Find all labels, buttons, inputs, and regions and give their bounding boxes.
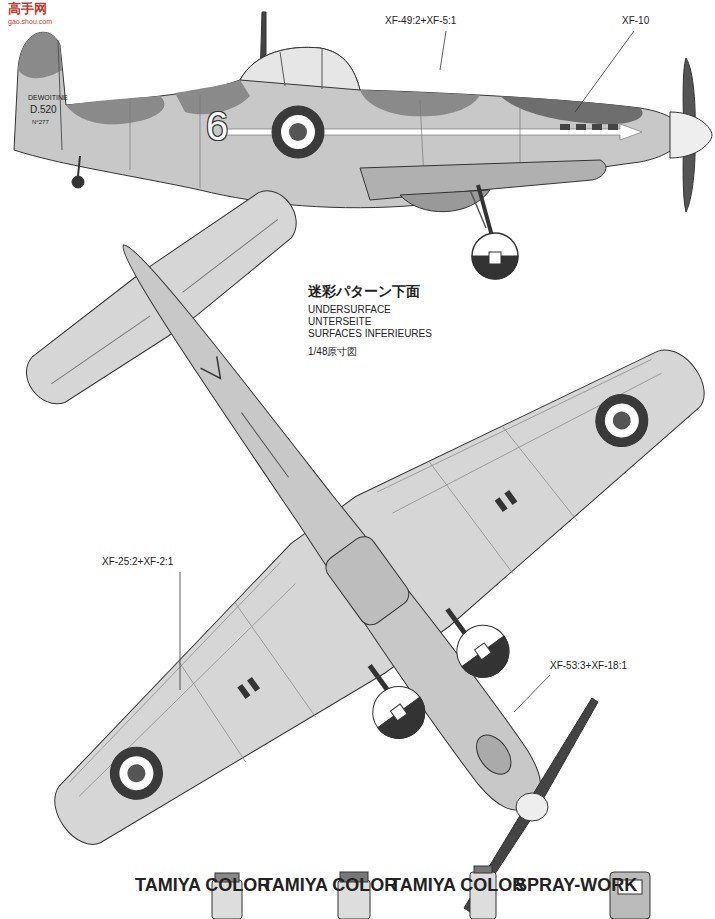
- roundel: [124, 761, 149, 786]
- camouflage: [66, 96, 164, 124]
- watermark: 高手网: [8, 2, 47, 16]
- roundel: [272, 106, 324, 158]
- watermark: gao.shou.com: [8, 18, 52, 26]
- panel-line: [242, 413, 289, 478]
- color-callout: XF-25:2+XF-2:1: [102, 556, 173, 567]
- brand-logo: TAMIYA COLOR: [262, 876, 397, 894]
- brand-logo: TAMIYA COLOR: [390, 876, 525, 894]
- panel-line: [37, 316, 705, 857]
- fuselage: [99, 227, 557, 825]
- leader-line: [514, 675, 550, 712]
- roundel: [586, 384, 659, 457]
- camouflage: [18, 32, 62, 78]
- scale-note: 1/48原寸図: [308, 346, 357, 357]
- wheel-hub: [390, 704, 407, 721]
- main-wheel: [472, 233, 518, 279]
- main-wheel: [447, 615, 520, 688]
- view-heading: UNTERSEITE: [308, 316, 371, 327]
- aircraft-marking: DEWOITINE: [28, 94, 68, 102]
- leader-line: [575, 31, 634, 112]
- wheel-hub: [475, 643, 492, 660]
- view-heading: SURFACES INFERIEURES: [308, 328, 432, 339]
- spinner: [670, 112, 712, 158]
- brand-logo: SPRAY-WORK: [515, 876, 637, 894]
- view-heading: 迷彩パターン下面: [308, 284, 420, 299]
- wing: [8, 291, 715, 879]
- roundel: [281, 115, 315, 149]
- exhaust: [560, 124, 618, 130]
- radiator: [400, 190, 490, 212]
- intake: [469, 729, 518, 781]
- aircraft-number: 6: [206, 104, 228, 148]
- aircraft-marking: N°277: [32, 119, 49, 126]
- underside-view: [0, 16, 715, 919]
- leader-line: [180, 572, 181, 690]
- main-wheel: [362, 676, 435, 749]
- spinner: [516, 793, 548, 821]
- logo-icons: [212, 866, 650, 919]
- brand-logo: TAMIYA COLOR: [135, 876, 270, 894]
- radiator: [321, 532, 413, 630]
- canopy-frame: [280, 49, 322, 89]
- gear-strut: [478, 185, 492, 236]
- roundel: [100, 737, 173, 810]
- leader-line: [440, 31, 446, 70]
- tail-wheel: [72, 176, 84, 188]
- canopy: [240, 47, 360, 90]
- camouflage: [500, 96, 643, 124]
- color-callout: XF-49:2+XF-5:1: [385, 15, 456, 26]
- roundel: [113, 749, 160, 796]
- color-callout: XF-10: [622, 15, 649, 26]
- chevron: [201, 356, 229, 384]
- aircraft-marking: D.520: [30, 104, 57, 115]
- view-heading: UNDERSURFACE: [308, 304, 391, 315]
- roundel: [289, 123, 307, 141]
- roundel: [609, 408, 634, 433]
- fuselage: [14, 32, 685, 207]
- gear-strut: [470, 190, 486, 228]
- spray-can: [474, 866, 492, 873]
- main-wheel: [378, 697, 435, 749]
- leader-lines: [180, 31, 634, 712]
- color-callout: XF-53:3+XF-18:1: [550, 660, 627, 671]
- roundel: [598, 397, 645, 444]
- wheel-hub: [489, 252, 501, 264]
- tail-wheel-strut: [78, 156, 80, 176]
- main-wheel: [462, 636, 519, 688]
- side-view: [14, 12, 712, 279]
